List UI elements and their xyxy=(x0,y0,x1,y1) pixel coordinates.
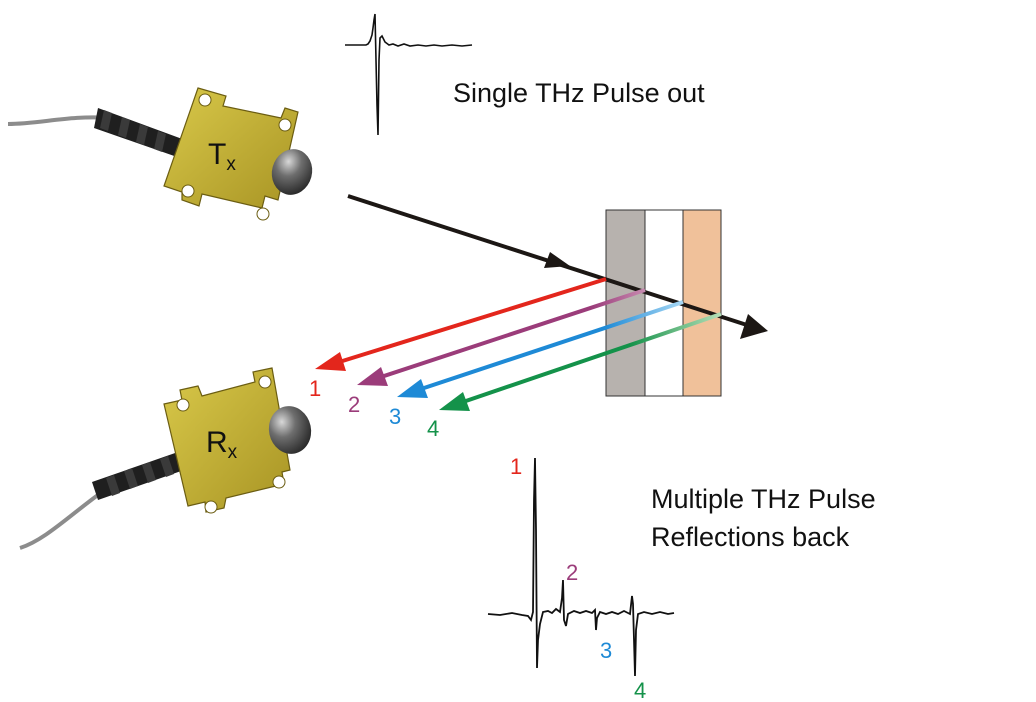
transmitter-label: Tx xyxy=(208,138,236,175)
caption-single-pulse: Single THz Pulse out xyxy=(453,78,705,108)
waveform-peak-1-label: 1 xyxy=(510,454,522,479)
transmitter-cable xyxy=(7,115,111,126)
reflection-1-arrowhead xyxy=(315,352,346,371)
transmitter-connector xyxy=(94,108,185,158)
incident-beam-end-arrowhead xyxy=(740,314,768,339)
transmitter-body xyxy=(163,87,299,221)
reflection-4-label: 4 xyxy=(427,416,439,441)
sample-layer-3 xyxy=(682,209,722,397)
reflection-4-arrowhead xyxy=(439,392,470,411)
caption-reflections-line1: Multiple THz Pulse xyxy=(651,484,876,514)
reflection-2-label: 2 xyxy=(348,392,360,417)
receiver-cable xyxy=(19,490,104,550)
transmitter-lens-icon xyxy=(271,149,313,195)
reflection-2-arrowhead xyxy=(357,367,388,386)
reflection-3-arrowhead xyxy=(397,379,428,398)
reflection-4-beam xyxy=(459,312,722,405)
single-pulse-waveform xyxy=(345,13,473,136)
reflection-1-beam xyxy=(335,277,607,365)
incident-beam-mid-arrowhead xyxy=(544,252,570,268)
receiver-body xyxy=(163,367,291,514)
receiver-label: Rx xyxy=(206,426,238,463)
sample-layer-1 xyxy=(605,209,646,397)
transmitter-antenna xyxy=(7,87,313,221)
caption-reflections-line2: Reflections back xyxy=(651,522,850,552)
reflection-3-beam xyxy=(417,300,684,392)
sample-layers xyxy=(605,209,722,397)
receiver-lens-icon xyxy=(268,406,312,454)
receiver-connector xyxy=(92,452,184,500)
reflection-waveform xyxy=(487,457,675,677)
reflection-2-beam xyxy=(377,288,646,380)
waveform-peak-2-label: 2 xyxy=(566,560,578,585)
receiver-antenna xyxy=(19,367,312,550)
reflection-1-label: 1 xyxy=(309,376,321,401)
reflected-beams xyxy=(315,277,722,411)
reflection-3-label: 3 xyxy=(389,404,401,429)
waveform-peak-4-label: 4 xyxy=(634,678,646,702)
waveform-peak-3-label: 3 xyxy=(600,638,612,663)
